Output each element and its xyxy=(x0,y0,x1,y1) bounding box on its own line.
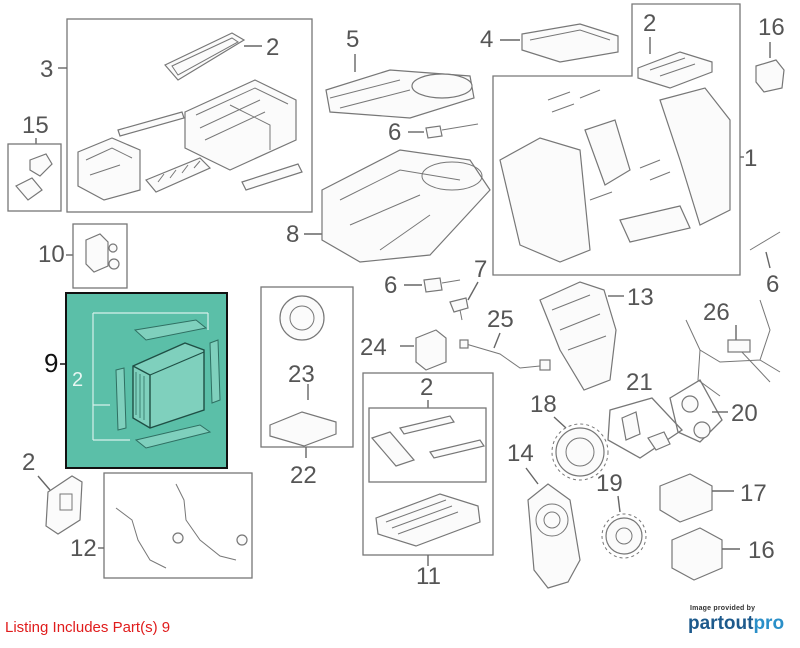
callout-2-left: 2 xyxy=(22,449,35,476)
group-19: 19 xyxy=(596,470,647,559)
callout-6-mid: 6 xyxy=(384,272,397,299)
group-11: 2 11 xyxy=(362,372,494,590)
callout-1: 1 xyxy=(744,145,757,172)
callout-13: 13 xyxy=(627,284,654,311)
callout-3: 3 xyxy=(40,56,53,83)
group-13: 13 xyxy=(539,281,654,391)
group-9-highlighted[interactable]: 9 2 xyxy=(44,292,228,469)
group-22: 23 22 xyxy=(260,286,354,489)
group-2-left: 2 xyxy=(22,449,83,535)
credit-caption: Image provided by xyxy=(690,605,756,612)
group-1: 1 2 xyxy=(492,3,757,276)
callout-24: 24 xyxy=(360,334,387,361)
group-26: 26 xyxy=(685,299,781,397)
callout-14: 14 xyxy=(507,440,534,467)
group-25: 25 xyxy=(459,306,551,371)
group-4: 4 xyxy=(480,23,619,63)
callout-6-right: 6 xyxy=(766,271,779,298)
group-7: 7 xyxy=(449,256,487,321)
group-16-bottom: 16 xyxy=(671,527,775,581)
callout-17: 17 xyxy=(740,480,767,507)
callout-22: 22 xyxy=(290,462,317,489)
group-14: 14 xyxy=(507,440,581,589)
callout-21: 21 xyxy=(626,369,653,396)
callout-2-top-left: 2 xyxy=(266,34,279,61)
partoutpro-logo: partoutpro xyxy=(688,613,785,634)
callout-20: 20 xyxy=(731,400,758,427)
callout-25: 25 xyxy=(487,306,514,333)
group-6-top: 6 xyxy=(388,119,479,146)
callout-6-top: 6 xyxy=(388,119,401,146)
callout-23: 23 xyxy=(288,361,315,388)
callout-4: 4 xyxy=(480,26,493,53)
callout-16-top: 16 xyxy=(758,14,785,41)
callout-8: 8 xyxy=(286,221,299,248)
group-16-top: 16 xyxy=(755,14,785,93)
group-21: 21 xyxy=(607,369,683,459)
group-20: 20 xyxy=(669,379,758,443)
listing-note: Listing Includes Part(s) 9 xyxy=(5,619,171,636)
group-10: 10 xyxy=(38,223,128,289)
callout-7: 7 xyxy=(474,256,487,283)
partoutpro-credit[interactable]: Image provided by partoutpro xyxy=(688,605,798,635)
group-3: 3 2 xyxy=(40,18,313,213)
callout-5: 5 xyxy=(346,26,359,53)
group-15: 15 xyxy=(7,112,62,212)
callout-2-in-11: 2 xyxy=(420,374,433,401)
group-24: 24 xyxy=(360,329,447,371)
callout-11: 11 xyxy=(416,563,441,590)
callout-2-in-9: 2 xyxy=(72,369,83,391)
callout-10: 10 xyxy=(38,241,65,268)
callout-26: 26 xyxy=(703,299,730,326)
group-17: 17 xyxy=(659,473,767,523)
callout-9: 9 xyxy=(44,348,58,378)
group-5: 5 xyxy=(325,26,475,119)
callout-2-top-right: 2 xyxy=(643,10,656,37)
group-6-right: 6 xyxy=(749,231,781,298)
group-6-mid: 6 xyxy=(384,272,461,299)
group-18: 18 xyxy=(530,391,609,481)
group-8: 8 xyxy=(286,149,491,263)
callout-19: 19 xyxy=(596,470,623,497)
callout-18: 18 xyxy=(530,391,557,418)
callout-16-bottom: 16 xyxy=(748,537,775,564)
callout-12: 12 xyxy=(70,535,97,562)
group-12: 12 xyxy=(70,472,253,579)
callout-15: 15 xyxy=(22,112,49,139)
